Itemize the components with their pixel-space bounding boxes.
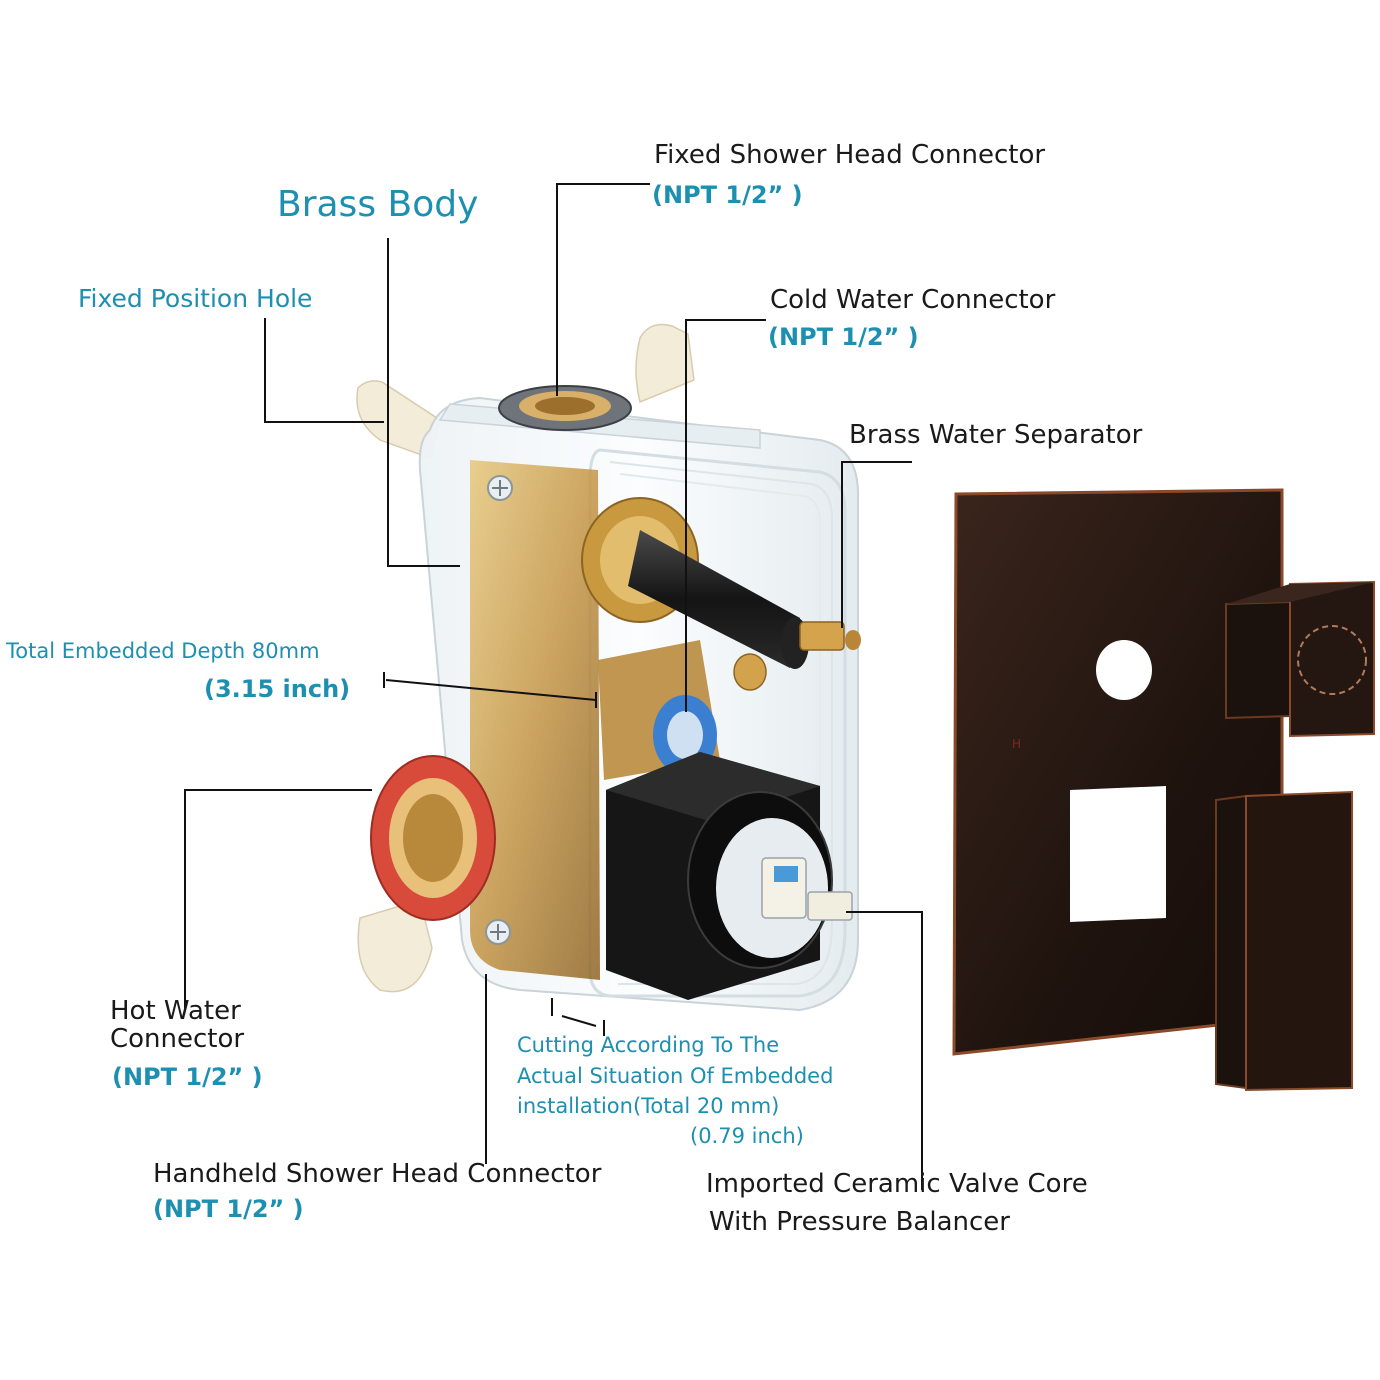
label-fixed-position-hole: Fixed Position Hole: [78, 284, 313, 313]
label-brass-body: Brass Body: [277, 184, 479, 225]
label-brass-separator: Brass Water Separator: [849, 420, 1143, 450]
trim-plate: H: [952, 488, 1284, 1056]
label-handheld: Handheld Shower Head Connector: [153, 1159, 602, 1189]
label-cutting-line2: Actual Situation Of Embedded: [517, 1064, 834, 1088]
ceramic-valve-core: [606, 752, 853, 1000]
label-cold-water: Cold Water Connector: [770, 285, 1056, 315]
label-hot-water-line2: Connector: [110, 1024, 245, 1054]
label-hot-water-line1: Hot Water: [110, 996, 241, 1026]
label-cutting-line3: installation(Total 20 mm): [517, 1094, 780, 1118]
hot-water-port: [370, 755, 496, 921]
housing-screws: [485, 475, 513, 945]
label-cold-water-npt: (NPT 1/2” ): [768, 323, 919, 351]
label-ceramic-line2: With Pressure Balancer: [709, 1207, 1010, 1237]
label-handheld-npt: (NPT 1/2” ): [153, 1195, 304, 1223]
label-cutting-line1: Cutting According To The: [517, 1033, 780, 1057]
label-hot-water-npt: (NPT 1/2” ): [112, 1063, 263, 1091]
lever-handle: [1215, 790, 1353, 1092]
label-fixed-shower-head: Fixed Shower Head Connector: [654, 140, 1046, 170]
label-ceramic-line1: Imported Ceramic Valve Core: [706, 1169, 1088, 1199]
leader-lines: [184, 183, 923, 1190]
label-cutting-line4: (0.79 inch): [690, 1124, 804, 1148]
label-depth-inch: (3.15 inch): [204, 675, 351, 703]
fixed-shower-head-port: [498, 385, 632, 431]
label-depth: Total Embedded Depth 80mm: [6, 639, 320, 663]
svg-text:H: H: [1012, 737, 1021, 751]
brass-separator-stem: [581, 497, 861, 691]
diverter-knob: [1225, 580, 1375, 738]
mounting-bracket-bottom-left: [357, 899, 433, 993]
label-fixed-shower-head-npt: (NPT 1/2” ): [652, 181, 803, 209]
mounting-bracket-top-right: [635, 323, 695, 404]
